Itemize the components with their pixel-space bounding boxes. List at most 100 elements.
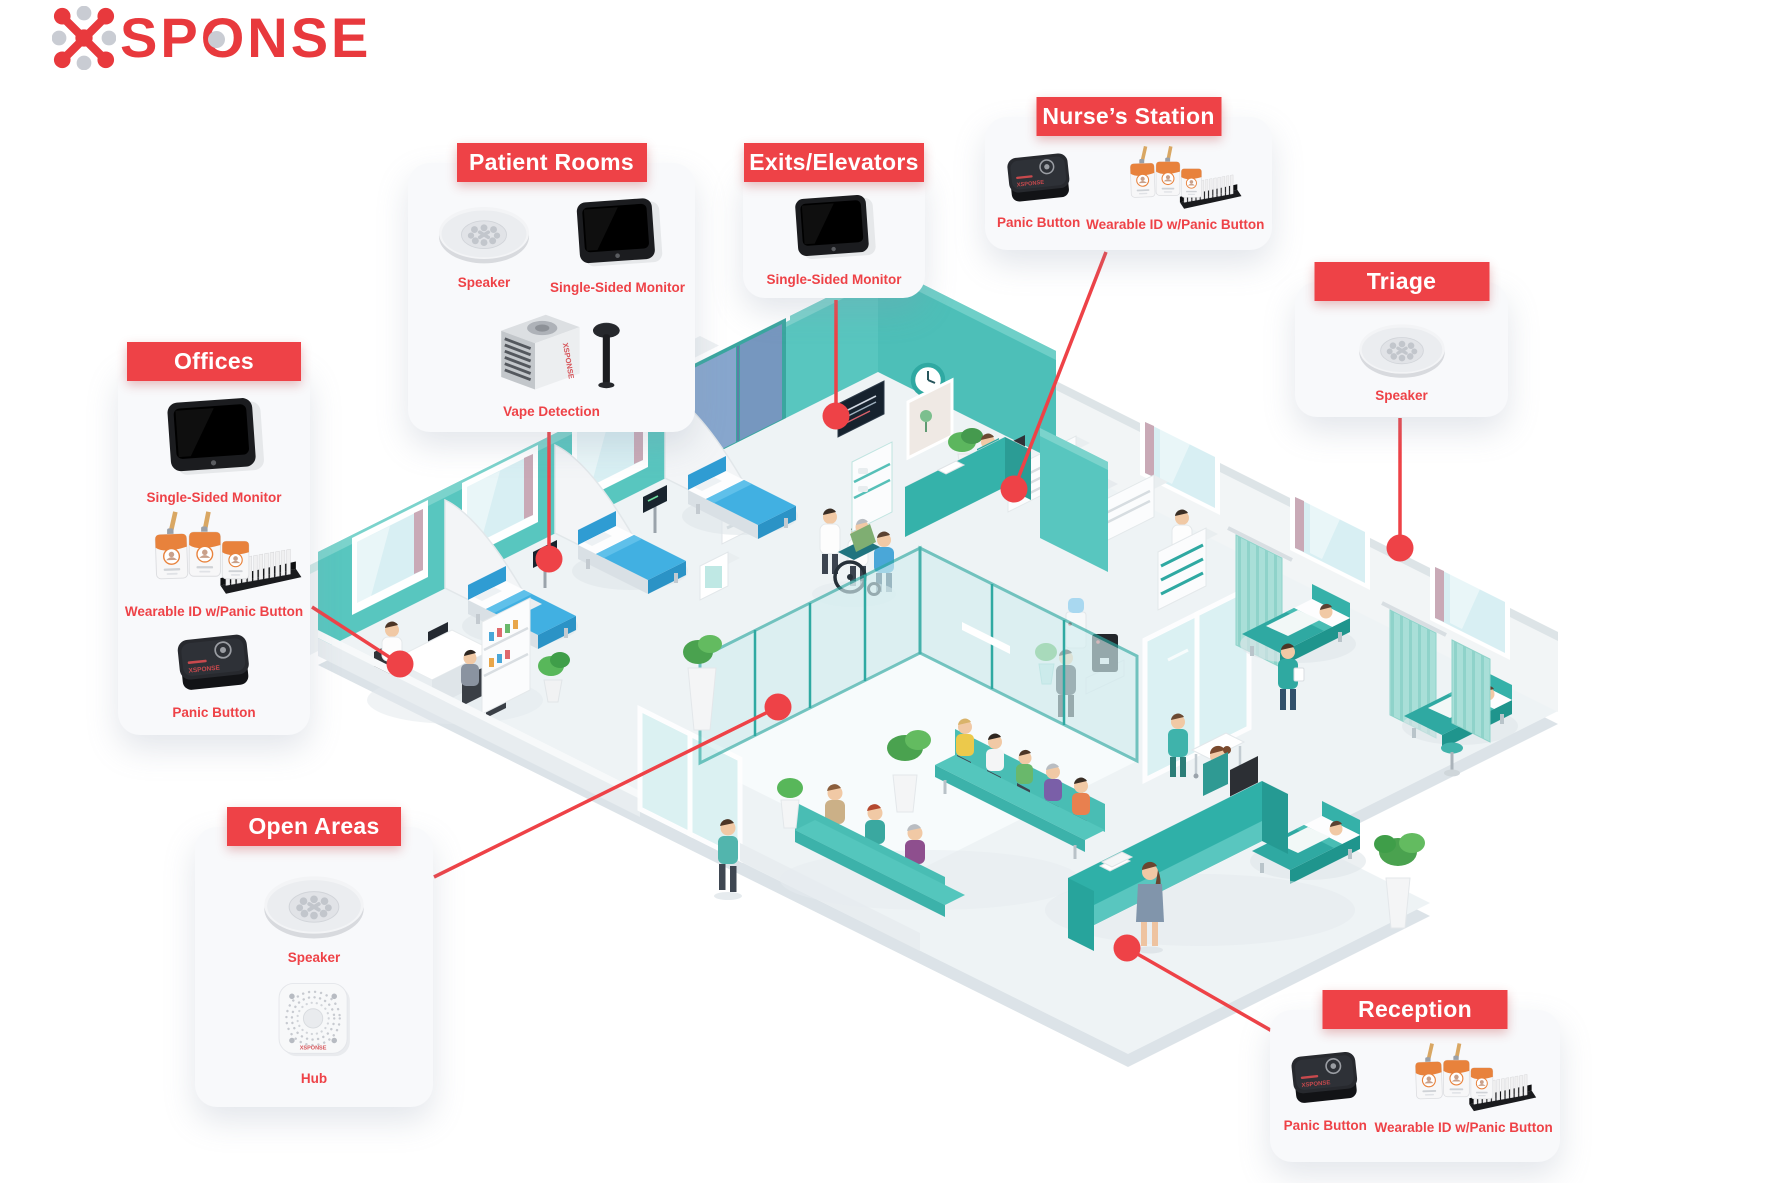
callout-title-reception: Reception bbox=[1322, 990, 1508, 1029]
speaker-icon bbox=[262, 874, 366, 941]
device-label: Wearable ID w/Panic Button bbox=[1374, 1120, 1553, 1135]
single-sided-monitor-icon bbox=[166, 396, 265, 476]
wearable-id-icon bbox=[1385, 1042, 1543, 1118]
vape-detection-icon bbox=[499, 313, 621, 391]
callout-card-reception: Reception Panic Button Wearable ID w/Pan… bbox=[1270, 990, 1560, 1162]
connectors bbox=[311, 251, 1414, 1033]
device-label: Speaker bbox=[1375, 388, 1428, 403]
speaker-icon bbox=[437, 205, 531, 266]
xsponse-logo: SPONSE bbox=[52, 6, 371, 70]
waiting-room-glass-walls bbox=[698, 545, 1139, 766]
waiting-area bbox=[683, 635, 1105, 917]
panic-button-icon bbox=[175, 632, 252, 692]
bedside-monitor bbox=[643, 485, 667, 533]
window bbox=[1430, 560, 1510, 660]
connector-dot-patient-rooms bbox=[535, 545, 563, 573]
connector-line-nurses-station bbox=[1012, 251, 1108, 490]
device-list: Panic Button Wearable ID w/Panic Button bbox=[985, 117, 1272, 250]
connector-line-open-areas bbox=[433, 705, 779, 879]
device-label: Hub bbox=[300, 1070, 328, 1086]
device-label: Wearable ID w/Panic Button bbox=[124, 604, 304, 619]
device-item: Single-Sided Monitor bbox=[147, 392, 282, 505]
north-corner-wall bbox=[878, 262, 1056, 461]
device-item: Hub bbox=[263, 977, 365, 1086]
device-item: Panic Button bbox=[161, 625, 267, 720]
connector-dot-triage bbox=[1386, 534, 1414, 562]
device-label: Panic Button bbox=[172, 704, 256, 720]
hub-icon bbox=[277, 981, 352, 1057]
device-item: Vape Detection bbox=[468, 304, 636, 419]
callout-card-open-areas: Open Areas Speaker Hub bbox=[195, 807, 433, 1107]
nurse-with-clipboard bbox=[1278, 643, 1305, 710]
nurse-desk bbox=[903, 433, 1033, 537]
device-list: Speaker Single-Sided Monitor Vape Detect… bbox=[408, 163, 695, 432]
device-item: Speaker bbox=[432, 193, 536, 290]
callout-title-nurses-station: Nurse’s Station bbox=[1036, 97, 1221, 136]
device-item: Wearable ID w/Panic Button bbox=[123, 510, 305, 619]
connector-dot-exits-elevators bbox=[822, 402, 850, 430]
callout-card-patient-rooms: Patient Rooms Speaker Single-Sided Monit… bbox=[408, 143, 695, 432]
device-list: Speaker bbox=[1295, 282, 1508, 417]
medicine-cabinet bbox=[481, 597, 542, 715]
device-label: Wearable ID w/Panic Button bbox=[1086, 217, 1265, 232]
callout-title-offices: Offices bbox=[127, 342, 301, 381]
callout-card-exits-elevators: Exits/Elevators Single-Sided Monitor bbox=[743, 143, 925, 298]
speaker-icon bbox=[1357, 322, 1446, 380]
panic-button-icon bbox=[1005, 151, 1072, 204]
connector-dot-reception bbox=[1113, 934, 1141, 962]
seated-visitors bbox=[825, 784, 925, 864]
reception-area bbox=[1045, 745, 1425, 954]
device-item: Single-Sided Monitor bbox=[550, 193, 685, 295]
wall-display-board bbox=[837, 380, 885, 438]
single-sided-monitor-icon bbox=[794, 193, 877, 260]
callout-title-patient-rooms: Patient Rooms bbox=[456, 143, 647, 182]
reception-desk bbox=[1066, 780, 1290, 951]
wearable-id-icon bbox=[123, 510, 305, 602]
device-list: Speaker Hub bbox=[195, 827, 433, 1107]
device-label: Panic Button bbox=[1283, 1118, 1367, 1133]
standing-woman bbox=[1136, 861, 1164, 954]
single-sided-monitor-icon bbox=[575, 197, 663, 268]
device-item: Wearable ID w/Panic Button bbox=[1086, 145, 1264, 232]
callout-card-triage: Triage Speaker bbox=[1295, 262, 1508, 417]
connector-dot-offices bbox=[386, 650, 414, 678]
panic-button-icon bbox=[1290, 1050, 1361, 1105]
device-label: Single-Sided Monitor bbox=[146, 489, 282, 505]
plant bbox=[538, 652, 570, 703]
device-label: Single-Sided Monitor bbox=[550, 280, 685, 295]
device-label: Speaker bbox=[457, 275, 511, 290]
plant bbox=[1374, 833, 1425, 929]
device-list: Single-Sided Monitor bbox=[743, 163, 925, 298]
connector-dot-nurses-station bbox=[1000, 475, 1028, 503]
device-item: Wearable ID w/Panic Button bbox=[1374, 1042, 1553, 1135]
callout-title-exits-elevators: Exits/Elevators bbox=[744, 143, 924, 182]
connector-line-offices bbox=[311, 605, 401, 666]
callout-title-open-areas: Open Areas bbox=[227, 807, 401, 846]
hall-props bbox=[699, 441, 893, 601]
device-label: Vape Detection bbox=[503, 404, 600, 419]
device-label: Single-Sided Monitor bbox=[766, 272, 902, 287]
device-label: Panic Button bbox=[996, 215, 1081, 230]
xsponse-x-mark-icon bbox=[52, 6, 116, 70]
device-list: Panic Button Wearable ID w/Panic Button bbox=[1270, 1010, 1560, 1162]
callout-card-offices: Offices Single-Sided Monitor Wearable ID… bbox=[118, 342, 310, 735]
callout-card-nurses-station: Nurse’s Station Panic Button Wearable ID… bbox=[985, 97, 1272, 250]
window bbox=[1140, 415, 1220, 515]
plant bbox=[683, 635, 722, 731]
connector-dot-open-areas bbox=[764, 693, 792, 721]
plant bbox=[887, 730, 931, 813]
med-cabinet bbox=[1157, 509, 1218, 611]
window bbox=[352, 500, 428, 615]
logo-o-dot-icon bbox=[208, 31, 225, 48]
device-item: Single-Sided Monitor bbox=[767, 190, 902, 287]
wearable-id-icon bbox=[1100, 145, 1250, 215]
callout-title-triage: Triage bbox=[1314, 262, 1489, 301]
device-list: Single-Sided Monitor Wearable ID w/Panic… bbox=[118, 362, 310, 735]
device-item: Panic Button bbox=[993, 145, 1085, 230]
window bbox=[1290, 490, 1370, 590]
device-item: Panic Button bbox=[1277, 1042, 1373, 1133]
walking-man bbox=[714, 819, 742, 900]
device-item: Speaker bbox=[256, 862, 372, 965]
connector-line-reception bbox=[1126, 946, 1273, 1033]
